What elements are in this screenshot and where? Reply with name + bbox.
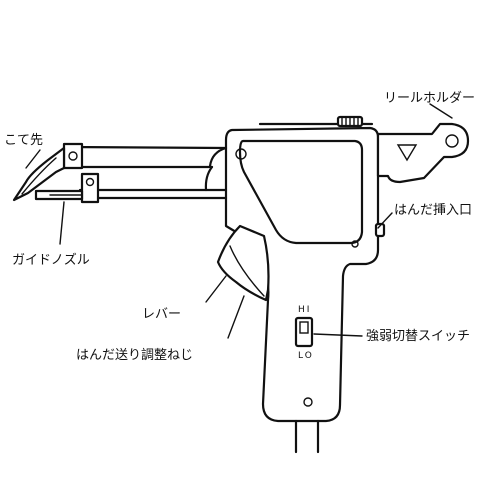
- lever: [216, 224, 270, 302]
- power-switch-knob: [299, 321, 309, 334]
- label-switch-hi: HI: [298, 305, 311, 315]
- top-knob-grip: [341, 116, 359, 127]
- leader-lever: [205, 275, 227, 303]
- power-cord: [294, 419, 320, 454]
- grip-screw: [303, 397, 313, 407]
- nozzle-clamp-screw: [85, 177, 95, 187]
- reel-holder: [336, 115, 470, 184]
- reel-holder-bracket: [376, 122, 470, 184]
- soldering-tip-ridge: [21, 157, 57, 195]
- tip-clamp: [62, 142, 84, 170]
- label-power-switch: 強弱切替スイッチ: [366, 329, 470, 344]
- barrel: [12, 142, 228, 204]
- label-tip: こて先: [4, 133, 43, 148]
- barrel-upper-top: [64, 145, 228, 150]
- label-switch-lo: LO: [298, 351, 314, 361]
- reel-holder-hole: [445, 134, 459, 148]
- label-lever: レバー: [142, 307, 181, 322]
- tip-clamp-screw: [68, 151, 78, 161]
- leader-reel-holder: [429, 103, 453, 119]
- leader-lines: [25, 103, 453, 339]
- label-solder-inlet: はんだ挿入口: [394, 203, 472, 218]
- body-screw-top: [235, 148, 247, 160]
- body-window: [238, 139, 364, 245]
- barrel-upper-back: [208, 146, 228, 168]
- leader-guide-nozzle: [59, 201, 65, 245]
- body-screw-bottom: [351, 240, 359, 248]
- leader-tip: [25, 149, 41, 169]
- leader-feed-screw: [227, 295, 245, 339]
- leader-power-switch: [313, 333, 363, 337]
- label-reel-holder: リールホルダー: [384, 91, 475, 106]
- lever-edge: [229, 245, 265, 297]
- label-guide-nozzle: ガイドノズル: [12, 252, 90, 268]
- leader-solder-inlet: [377, 212, 393, 229]
- label-feed-adjust-screw: はんだ送り調整ねじ: [76, 348, 193, 363]
- triangle-icon: [396, 144, 418, 162]
- barrel-upper-bend: [204, 165, 214, 192]
- power-switch-group: [294, 316, 314, 348]
